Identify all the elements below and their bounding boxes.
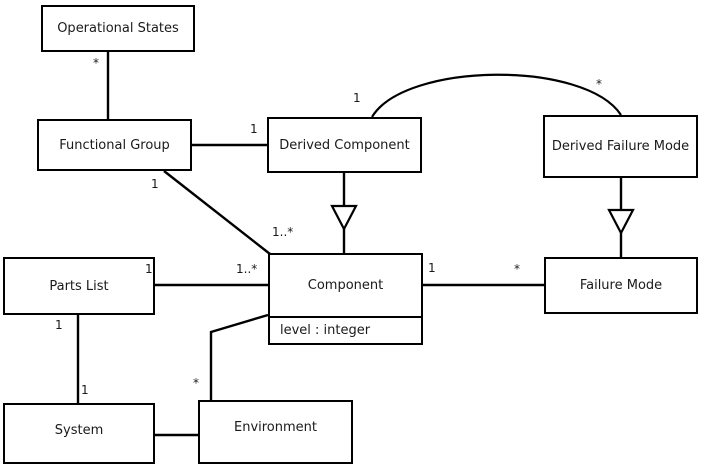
class-box-functional-group[interactable]: Functional Group [37, 119, 192, 171]
multiplicity-operational-states-functional-group: * [93, 56, 99, 70]
class-name-parts-list: Parts List [49, 278, 109, 294]
class-box-failure-mode[interactable]: Failure Mode [544, 257, 698, 314]
multiplicity-derived-failure-mode-arc: * [596, 77, 602, 91]
multiplicity-component-functional-group: 1..* [272, 225, 294, 239]
class-box-system[interactable]: System [3, 403, 155, 464]
class-attribute-component-level: level : integer [270, 316, 421, 343]
multiplicity-component-failure-mode: 1 [428, 261, 436, 275]
multiplicity-system-parts-list: 1 [81, 383, 89, 397]
class-name-derived-component: Derived Component [279, 137, 410, 153]
class-box-component[interactable]: Component level : integer [268, 253, 423, 345]
multiplicity-environment-component: * [193, 376, 199, 390]
association-environment-component [209, 313, 269, 400]
class-name-functional-group: Functional Group [59, 137, 170, 153]
multiplicity-parts-list-component-far: 1..* [236, 262, 258, 276]
generalization-triangle-derived-failure-mode [607, 208, 635, 236]
multiplicity-functional-group-component: 1 [151, 177, 159, 191]
association-arc-derived-component-derived-failure-mode [371, 73, 622, 118]
multiplicity-parts-list-component-near: 1 [145, 262, 153, 276]
class-name-component: Component [307, 278, 384, 293]
association-functional-group-component [163, 170, 271, 255]
class-box-operational-states[interactable]: Operational States [41, 5, 195, 52]
multiplicity-functional-group-derived-component: 1 [250, 122, 258, 136]
generalization-triangle-derived-component [330, 204, 358, 232]
multiplicity-failure-mode-component: * [514, 262, 520, 276]
class-box-parts-list[interactable]: Parts List [3, 257, 155, 315]
class-box-derived-component[interactable]: Derived Component [267, 117, 422, 173]
class-name-environment: Environment [233, 419, 317, 435]
class-name-operational-states: Operational States [57, 21, 179, 36]
class-box-environment[interactable]: Environment [198, 400, 353, 464]
class-name-system: System [54, 423, 104, 438]
class-name-derived-failure-mode: Derived Failure Mode [551, 139, 690, 154]
class-box-derived-failure-mode[interactable]: Derived Failure Mode [543, 115, 698, 178]
class-name-failure-mode: Failure Mode [579, 278, 663, 293]
multiplicity-parts-list-system: 1 [55, 318, 63, 332]
multiplicity-derived-component-arc: 1 [353, 91, 361, 105]
